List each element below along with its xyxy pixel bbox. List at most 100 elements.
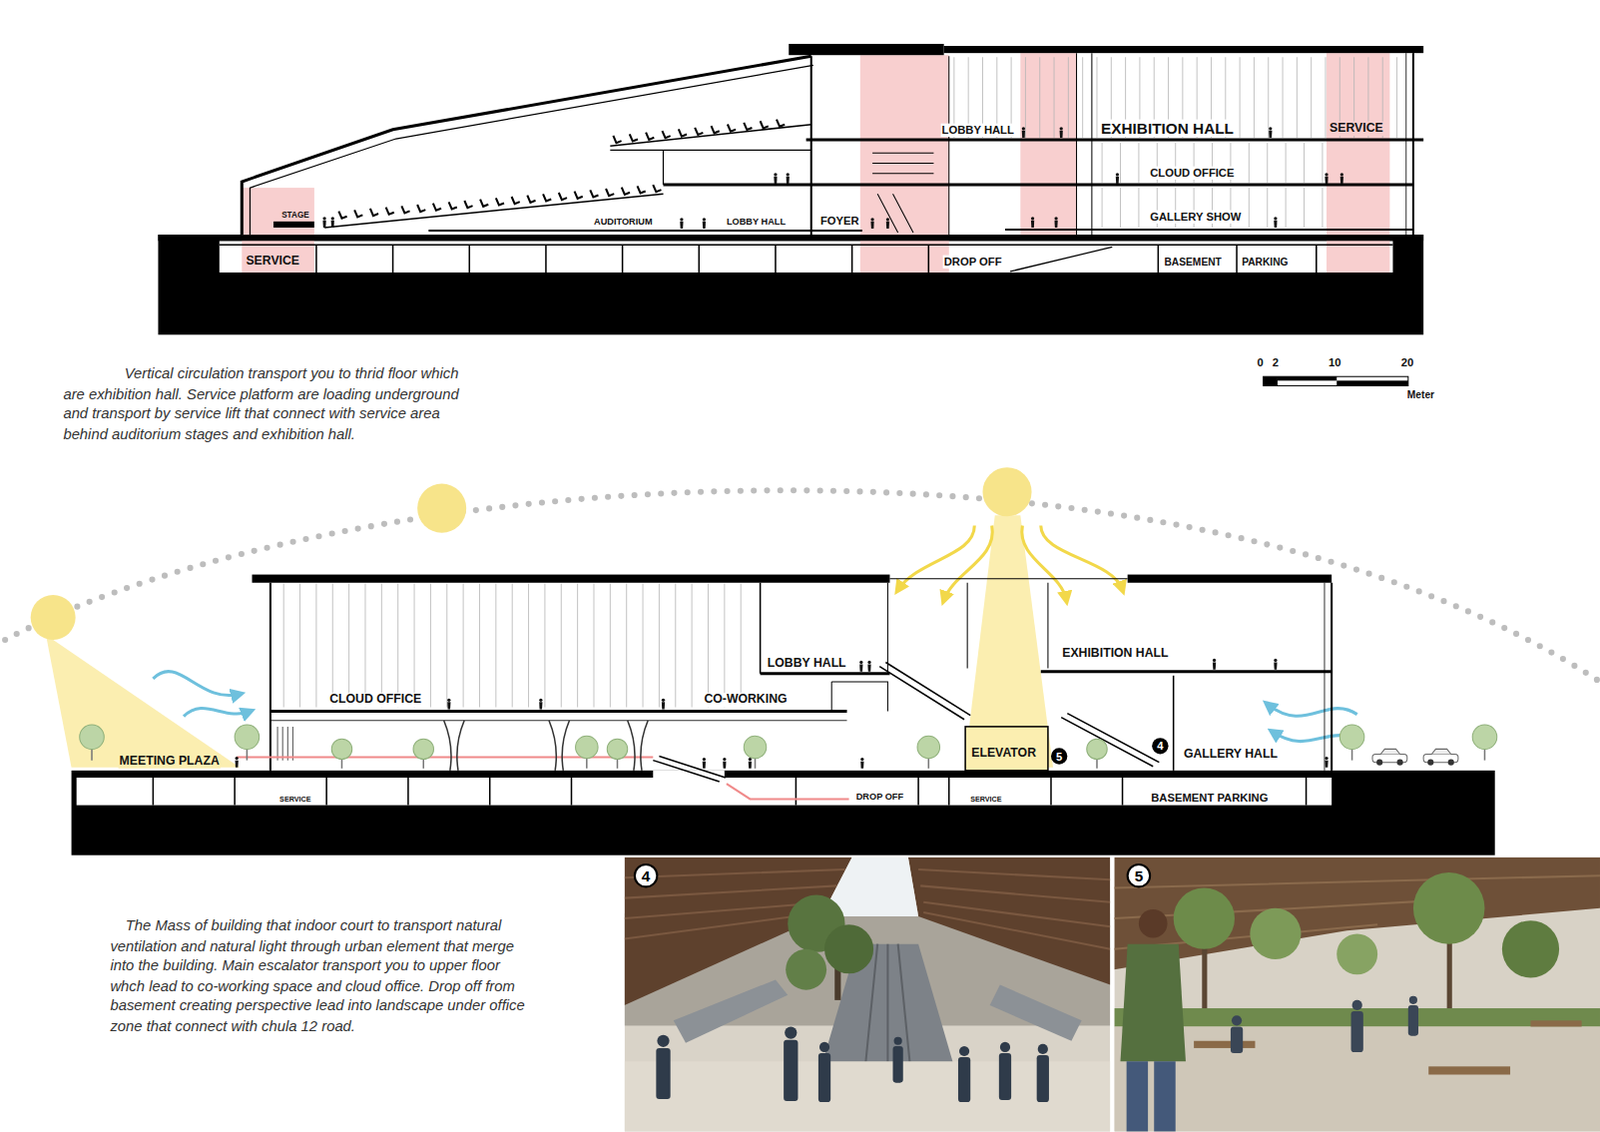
art-path (1115, 176, 1119, 184)
room-label: LOBBY HALL (766, 655, 848, 670)
art-path (678, 128, 687, 136)
art-path (860, 761, 864, 769)
art-line (348, 583, 350, 708)
art-line (1253, 56, 1255, 138)
art-rect (1126, 1061, 1148, 1132)
art-circle (702, 757, 706, 761)
art-g (722, 757, 726, 769)
art-g (1230, 996, 1419, 1054)
art-g (152, 777, 1306, 806)
art-line (1239, 56, 1241, 138)
callout-number: 5 (1126, 863, 1152, 889)
art-line (430, 583, 432, 708)
art-rect (1193, 1041, 1255, 1049)
art-g (1022, 126, 1026, 138)
art-line (1101, 187, 1103, 228)
art-circle (1000, 1042, 1011, 1053)
art-g (1340, 172, 1344, 184)
art-rect (219, 240, 1394, 273)
art-line (609, 583, 611, 708)
art-path (324, 193, 663, 228)
art-g (786, 172, 790, 184)
art-circle (1031, 216, 1035, 220)
art-circle (1086, 738, 1107, 759)
art-path (1324, 760, 1328, 768)
art-line (1321, 142, 1323, 183)
art-circle (1054, 216, 1058, 220)
art-path (417, 204, 426, 212)
art-line (1081, 56, 1083, 138)
art-g (886, 217, 890, 229)
room-label: LOBBY HALL (941, 123, 1016, 137)
art-path (1041, 525, 1123, 589)
art-circle (819, 1042, 830, 1053)
room-label: GALLERY SHOW (1148, 210, 1242, 224)
art-path (235, 760, 239, 768)
art-path (609, 124, 811, 146)
art-rect (944, 45, 1424, 53)
art-path (542, 193, 551, 201)
art-circle (1352, 1000, 1363, 1011)
room-label: SERVICE (1328, 121, 1385, 136)
art-rect (1530, 1020, 1582, 1027)
art-path (1273, 220, 1277, 228)
description-note: Vertical circulation transport you to th… (62, 364, 462, 445)
art-circle (656, 1035, 669, 1048)
art-path (1273, 661, 1277, 669)
art-circle (743, 735, 766, 758)
art-path (627, 720, 648, 771)
art-path (433, 203, 442, 211)
art-path (249, 64, 813, 235)
art-circle (867, 660, 871, 664)
art-line (1075, 52, 1077, 235)
art-rect (157, 234, 1424, 241)
art-line (674, 583, 676, 708)
scale-number: 0 (1255, 356, 1264, 370)
art-line (806, 138, 1425, 142)
art-rect (1230, 1026, 1243, 1054)
art-g (1086, 738, 1107, 769)
art-line (489, 777, 492, 806)
room-label: MEETING PLAZA (118, 753, 221, 768)
art-g (413, 738, 434, 769)
art-line (1090, 52, 1092, 235)
art-circle (1115, 172, 1119, 176)
callout-text: 5 (1134, 867, 1144, 883)
art-line (1396, 56, 1398, 138)
art-circle (1022, 126, 1026, 130)
art-g (1031, 216, 1035, 228)
art-path (1031, 220, 1035, 228)
room-label: FOYER (819, 214, 861, 228)
room-label: DROP OFF (943, 255, 1004, 269)
art-line (1041, 669, 1332, 673)
art-circle (1038, 1044, 1049, 1055)
art-line (1067, 56, 1069, 138)
art-polygon (673, 979, 788, 1043)
art-path (879, 661, 971, 719)
art-circle (331, 216, 335, 220)
art-g (322, 216, 326, 228)
room-label: PARKING (1240, 256, 1289, 269)
art-path (661, 130, 670, 138)
art-line (469, 244, 472, 273)
art-path (786, 176, 790, 184)
art-g (1268, 126, 1272, 138)
art-line (315, 583, 317, 708)
art-line (512, 583, 514, 708)
art-circle (1273, 216, 1277, 220)
art-line (642, 583, 644, 708)
art-polygon (908, 857, 1110, 986)
art-rect (76, 777, 1332, 806)
art-g (743, 735, 766, 769)
art-line (364, 583, 366, 708)
art-rect (1408, 1005, 1419, 1037)
art-circle (824, 924, 874, 974)
art-path (496, 197, 505, 205)
callout-text: 4 (1156, 740, 1163, 752)
callout-number: 5 (1051, 747, 1067, 764)
art-circle (917, 735, 940, 758)
art-circle (1339, 724, 1365, 750)
art-path (867, 664, 871, 672)
art-circle (1324, 756, 1328, 760)
art-circle (870, 217, 874, 221)
